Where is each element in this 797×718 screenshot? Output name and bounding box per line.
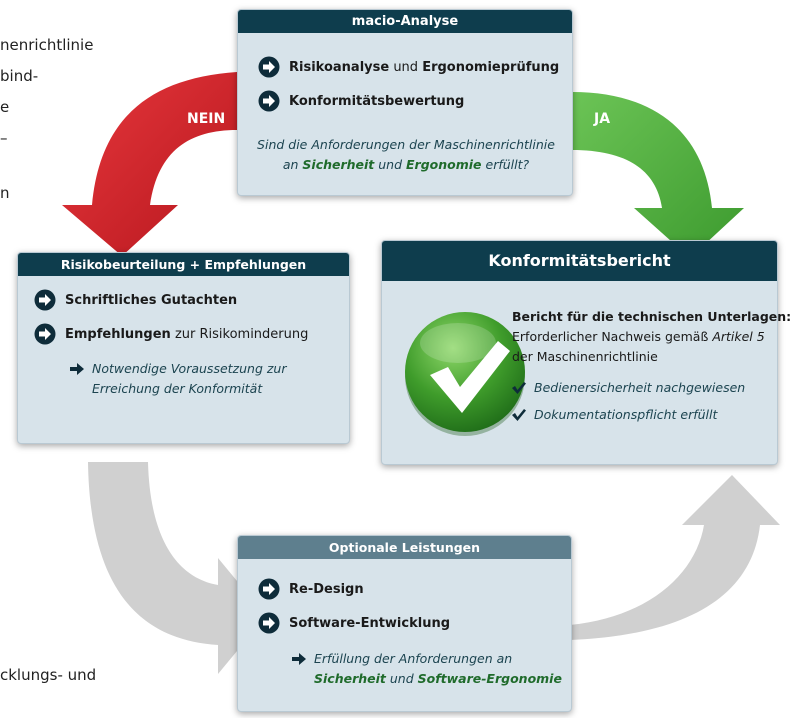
circle-arrow-right-icon — [34, 289, 56, 311]
optional-item-1: Re-Design — [258, 578, 364, 600]
analysis-question-mid: und — [374, 157, 407, 172]
background-text-2: bind- — [0, 67, 39, 85]
analysis-question: Sind die Anforderungen der Maschinenrich… — [252, 135, 560, 175]
risk-note: Notwendige Voraussetzung zur Erreichung … — [70, 359, 300, 399]
risk-item-2: Empfehlungen zur Risikominderung — [34, 323, 308, 345]
optional-note-line-2: Sicherheit und Software-Ergonomie — [314, 669, 562, 689]
report-line-1-pre: Erforderlicher Nachweis gemäß — [512, 329, 713, 344]
analysis-question-pre: Sind die Anforderungen der Maschinenrich… — [257, 137, 555, 172]
checkmark-icon — [512, 409, 526, 421]
analysis-item-2-bold: Konformitätsbewertung — [289, 93, 465, 109]
report-check-2-text: Dokumentationspflicht erfüllt — [534, 407, 718, 422]
report-box: Konformitätsbericht Bericht für die tech… — [381, 240, 791, 465]
report-heading: Bericht für die technischen Unterlagen: — [512, 309, 792, 324]
analysis-title: macio-Analyse — [238, 10, 572, 33]
gray-arrow-down — [88, 462, 266, 674]
optional-title: Optionale Leistungen — [238, 536, 571, 559]
optional-item-2-bold: Software-Entwicklung — [289, 615, 451, 631]
risk-item-2-rest: zur Risikominderung — [170, 326, 309, 342]
analysis-question-em-1: Sicherheit — [302, 157, 375, 172]
risk-title: Risikobeurteilung + Empfehlungen — [18, 253, 349, 276]
report-title: Konformitätsbericht — [382, 241, 777, 281]
background-text-3: e — [0, 98, 10, 116]
analysis-item-1-bold: Risikoanalyse — [289, 59, 390, 75]
green-arrow-ja — [572, 92, 744, 258]
gray-arrow-up — [570, 475, 780, 640]
optional-box: Optionale Leistungen Re-Design Software-… — [237, 535, 572, 712]
analysis-item-1-bold2: Ergonomieprüfung — [422, 59, 560, 75]
analysis-question-post: erfüllt? — [481, 157, 530, 172]
analysis-question-em-2: Ergonomie — [406, 157, 482, 172]
risk-item-1: Schriftliches Gutachten — [34, 289, 237, 311]
risk-item-2-bold: Empfehlungen — [65, 326, 171, 342]
circle-arrow-right-icon — [258, 578, 280, 600]
background-text-1: nenrichtlinie — [0, 36, 94, 54]
report-check-2: Dokumentationspflicht erfüllt — [512, 405, 717, 425]
optional-note: Erfüllung der Anforderungen an Sicherhei… — [292, 649, 562, 689]
red-arrow-nein — [62, 72, 237, 256]
analysis-item-1-mid: und — [389, 59, 423, 75]
analysis-box: macio-Analyse Risikoanalyse und Ergonomi… — [237, 9, 573, 196]
circle-arrow-right-icon — [258, 90, 280, 112]
nein-label: NEIN — [187, 111, 226, 127]
optional-item-1-bold: Re-Design — [289, 581, 364, 597]
background-text-5: n — [0, 184, 10, 202]
report-check-1: Bedienersicherheit nachgewiesen — [512, 378, 745, 398]
report-line-1: Erforderlicher Nachweis gemäß Artikel 5 — [512, 329, 765, 344]
report-check-1-text: Bedienersicherheit nachgewiesen — [534, 380, 746, 395]
analysis-item-1: Risikoanalyse und Ergonomieprüfung — [258, 56, 559, 78]
risk-note-text: Notwendige Voraussetzung zur Erreichung … — [92, 361, 287, 396]
optional-note-line-1: Erfüllung der Anforderungen an — [314, 651, 513, 666]
circle-arrow-right-icon — [258, 56, 280, 78]
risk-item-1-bold: Schriftliches Gutachten — [65, 292, 238, 308]
checkmark-icon — [512, 382, 526, 394]
optional-item-2: Software-Entwicklung — [258, 612, 450, 634]
green-checkmark-badge-icon — [405, 312, 525, 436]
risk-box: Risikobeurteilung + Empfehlungen Schrift… — [17, 252, 350, 444]
optional-note-em-1: Sicherheit — [314, 671, 386, 686]
analysis-item-2: Konformitätsbewertung — [258, 90, 464, 112]
arrow-right-icon — [70, 363, 84, 375]
optional-note-em-2: Software-Ergonomie — [417, 671, 562, 686]
report-line-1-em: Artikel 5 — [712, 329, 765, 344]
circle-arrow-right-icon — [34, 323, 56, 345]
background-text-4: – — [0, 129, 8, 147]
optional-note-mid: und — [385, 671, 418, 686]
report-line-2: der Maschinenrichtlinie — [512, 349, 658, 364]
circle-arrow-right-icon — [258, 612, 280, 634]
background-text-6: cklungs- und — [0, 666, 97, 684]
arrow-right-icon — [292, 653, 306, 665]
ja-label: JA — [594, 111, 611, 127]
